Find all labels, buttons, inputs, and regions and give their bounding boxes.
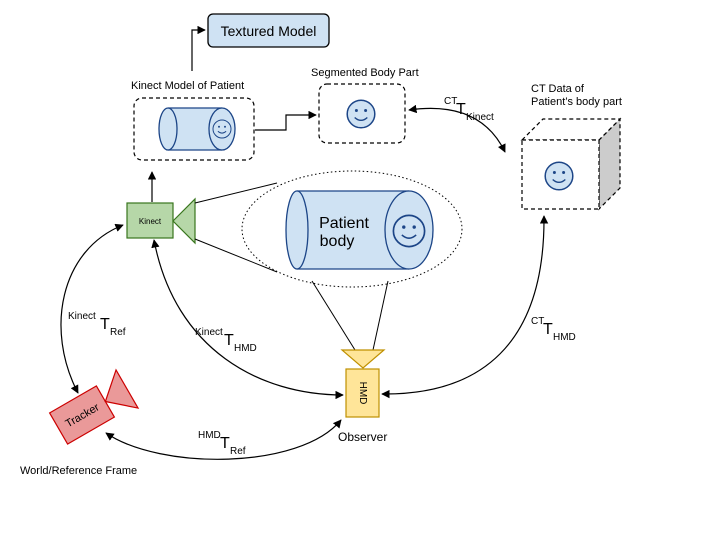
kinect-view-line — [194, 238, 278, 273]
svg-text:Kinect: Kinect — [466, 112, 494, 123]
segmented-label: Segmented Body Part — [311, 67, 419, 79]
ct-kinect-transform-arrow — [408, 104, 506, 153]
segmented-body-part-node — [318, 83, 406, 144]
svg-text:T: T — [100, 316, 110, 333]
observer-label: Observer — [338, 430, 387, 444]
ct-hmd-transform-label: CT T HMD — [531, 316, 576, 343]
kinect-model-label: Kinect Model of Patient — [131, 80, 244, 92]
ct-hmd-transform-arrow — [381, 215, 549, 399]
svg-text:Ref: Ref — [110, 327, 126, 338]
svg-text:Kinect: Kinect — [195, 327, 223, 338]
svg-text:T: T — [224, 332, 234, 349]
ct-data-label-line1: CT Data of — [531, 83, 585, 95]
patient-label-line1: Patient — [319, 215, 369, 232]
svg-text:Kinect: Kinect — [68, 311, 96, 322]
svg-text:T: T — [456, 101, 466, 118]
svg-text:T: T — [543, 321, 553, 338]
camera-lens-icon — [340, 349, 386, 369]
arrow-to-textured-model — [191, 25, 206, 71]
arrow-to-segmented — [255, 110, 317, 131]
camera-lens-icon — [104, 368, 140, 409]
ct-data-cube — [520, 117, 622, 211]
hmd-view-line — [311, 280, 356, 351]
smiley-face-icon — [212, 119, 232, 139]
kinect-model-node — [133, 97, 255, 161]
ct-kinect-transform-label: CT T Kinect — [444, 96, 494, 123]
world-frame-label: World/Reference Frame — [20, 465, 137, 477]
hmd-label: HMD — [357, 382, 368, 405]
kinect-ref-transform-label: Kinect T Ref — [68, 311, 126, 338]
smiley-face-icon — [544, 161, 574, 191]
svg-text:CT: CT — [531, 316, 544, 327]
svg-text:HMD: HMD — [198, 430, 221, 441]
smiley-face-icon — [392, 214, 426, 248]
textured-model-node: Textured Model — [207, 13, 330, 48]
hmd-ref-transform-arrow — [105, 419, 342, 460]
patient-label-line2: body — [320, 233, 355, 250]
kinect-view-line — [194, 182, 278, 204]
ct-data-label-line2: Patient’s body part — [531, 96, 622, 108]
kinect-device: Kinect — [126, 197, 196, 245]
patient-body-node: Patient body — [241, 170, 463, 288]
smiley-face-icon — [346, 99, 376, 129]
svg-text:CT: CT — [444, 96, 457, 107]
hmd-ref-transform-label: HMD T Ref — [198, 430, 246, 457]
camera-lens-icon — [172, 197, 196, 245]
tracker-device: Tracker — [48, 368, 140, 445]
svg-text:Ref: Ref — [230, 446, 246, 457]
svg-text:T: T — [220, 435, 230, 452]
textured-model-label: Textured Model — [221, 23, 317, 39]
kinect-label: Kinect — [139, 217, 162, 226]
kinect-hmd-transform-arrow — [151, 239, 344, 400]
svg-text:HMD: HMD — [234, 343, 257, 354]
svg-text:HMD: HMD — [553, 332, 576, 343]
kinect-ref-transform-arrow — [60, 223, 124, 394]
hmd-view-line — [372, 280, 389, 351]
kinect-hmd-transform-label: Kinect T HMD — [195, 327, 257, 354]
hmd-device: HMD — [340, 349, 386, 418]
